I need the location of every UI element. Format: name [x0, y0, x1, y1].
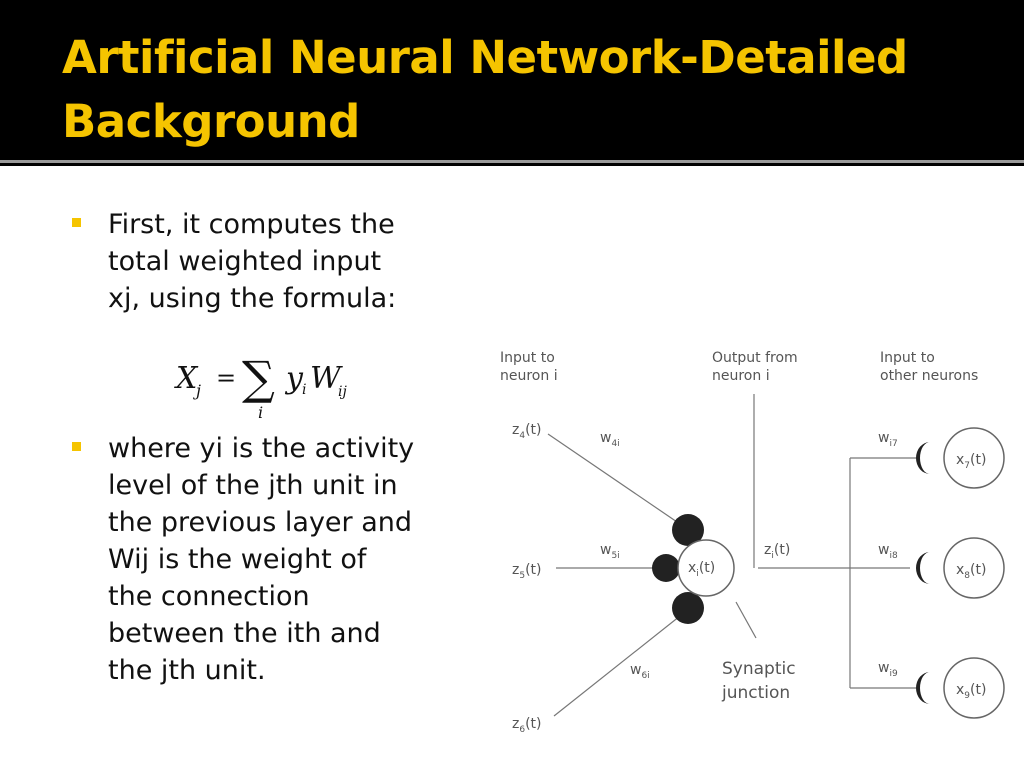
- label-other-line2: other neurons: [880, 368, 978, 384]
- input-label-z5: z5(t): [512, 562, 542, 581]
- neuron-node-x7: [943, 427, 1005, 489]
- node-label-x7: x7(t): [956, 452, 986, 471]
- formula-w: W: [310, 361, 343, 396]
- bullet-1-line: First, it computes the: [108, 209, 395, 240]
- slide-title: Artificial Neural Network-Detailed Backg…: [62, 26, 1002, 154]
- label-other-line1: Input to: [880, 350, 935, 366]
- slide-title-line-2: Background: [62, 95, 360, 148]
- bullet-text-2: where yi is the activity level of the jt…: [108, 430, 468, 689]
- output-label-zi: zi(t): [764, 542, 790, 561]
- formula-sum-index: i: [258, 403, 263, 422]
- bullet-2-line: the previous layer and: [108, 507, 413, 538]
- bullet-2-line: the connection: [108, 581, 310, 612]
- bullet-2-line: between the ith and: [108, 618, 381, 649]
- neuron-diagram: Input to neuron i Output from neuron i I…: [500, 350, 1005, 735]
- bullet-2-line: the jth unit.: [108, 655, 266, 686]
- bullet-1-line: total weighted input: [108, 246, 382, 277]
- formula-lhs: X: [174, 361, 199, 396]
- title-bar: Artificial Neural Network-Detailed Backg…: [0, 0, 1024, 160]
- weight-label-w5i: w5i: [600, 542, 620, 561]
- formula-lhs-sub: j: [193, 381, 201, 400]
- bullet-square-icon: [72, 218, 81, 227]
- synapse-terminal-middle-icon: [652, 554, 680, 582]
- bullet-2-line: Wij is the weight of: [108, 544, 367, 575]
- bullet-1-line: xj, using the formula:: [108, 283, 397, 314]
- synapse-terminal-x7-icon: [916, 442, 930, 474]
- center-node-label: xi(t): [688, 560, 715, 579]
- slide-content: First, it computes the total weighted in…: [0, 166, 1024, 768]
- synapse-terminal-top-icon: [672, 514, 704, 546]
- formula-y-sub: i: [302, 382, 306, 398]
- formula-sum-symbol: ∑: [242, 351, 275, 405]
- slide-title-line-1: Artificial Neural Network-Detailed: [62, 31, 908, 84]
- input-label-z4: z4(t): [512, 422, 542, 441]
- formula-y: y: [284, 361, 304, 396]
- node-label-x8: x8(t): [956, 562, 986, 581]
- title-divider: [0, 160, 1024, 163]
- connection-z6: [553, 615, 681, 717]
- label-output-line1: Output from: [712, 350, 798, 366]
- node-label-x9: x9(t): [956, 682, 986, 701]
- formula-w-sub: ij: [338, 384, 347, 400]
- bullet-2-line: level of the jth unit in: [108, 470, 398, 501]
- weighted-sum-formula: X j = ∑ i y i W ij: [174, 351, 347, 422]
- input-label-z6: z6(t): [512, 716, 542, 735]
- title-divider-shadow: [0, 163, 1024, 166]
- neuron-node-x8: [943, 537, 1005, 599]
- synapse-terminal-x8-icon: [916, 552, 930, 584]
- connection-synapse-label: [735, 601, 757, 639]
- connection-z4: [547, 433, 681, 525]
- weight-label-wi7: wi7: [878, 430, 898, 449]
- bullet-square-icon: [72, 442, 81, 451]
- label-input-line1: Input to: [500, 350, 555, 366]
- weight-label-w4i: w4i: [600, 430, 620, 449]
- formula-equals: =: [216, 364, 236, 392]
- synapse-terminal-bottom-icon: [672, 592, 704, 624]
- bullet-2-line: where yi is the activity: [108, 433, 415, 464]
- label-input-line2: neuron i: [500, 368, 558, 384]
- synapse-label-line2: junction: [721, 683, 790, 703]
- weight-label-w6i: w6i: [630, 662, 650, 681]
- neuron-node-x9: [943, 657, 1005, 719]
- center-neuron-node: [677, 539, 735, 597]
- bullet-text-1: First, it computes the total weighted in…: [108, 206, 468, 317]
- synapse-label-line1: Synaptic: [722, 659, 796, 679]
- synapse-terminal-x9-icon: [916, 672, 930, 704]
- weight-label-wi9: wi9: [878, 660, 898, 679]
- label-output-line2: neuron i: [712, 368, 770, 384]
- weight-label-wi8: wi8: [878, 542, 898, 561]
